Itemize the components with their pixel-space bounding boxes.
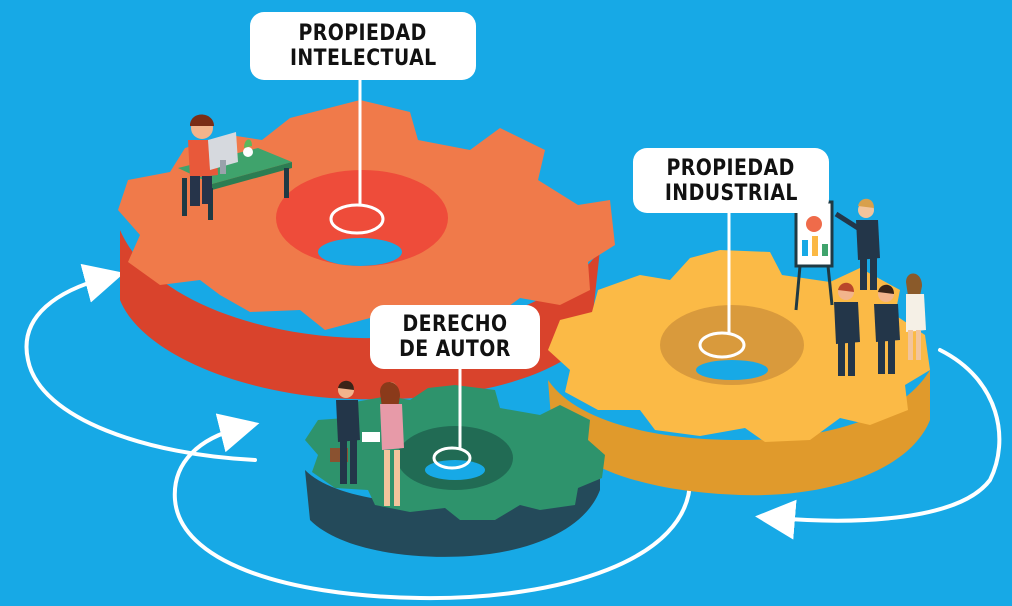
gear-industrial-hole xyxy=(696,360,768,380)
arrow-left-cycle xyxy=(24,263,257,462)
gear-copyright xyxy=(305,385,605,557)
gear-copyright-hole-ring xyxy=(397,426,513,490)
handshake-illustration xyxy=(330,380,404,506)
gear-intellectual-hole-ring xyxy=(276,170,448,266)
gear-industrial xyxy=(548,250,930,496)
cycle-arrows xyxy=(24,263,1002,601)
label-derecho-de-autor: DERECHO DE AUTOR xyxy=(370,305,540,369)
gear-industrial-side xyxy=(548,370,930,496)
label-derecho-de-autor-line1: DERECHO xyxy=(402,312,508,337)
label-propiedad-intelectual-line1: PROPIEDAD xyxy=(298,21,428,46)
label-propiedad-industrial-line2: INDUSTRIAL xyxy=(664,180,798,206)
label-propiedad-intelectual: PROPIEDAD INTELECTUAL xyxy=(250,12,476,80)
label-propiedad-industrial-line1: PROPIEDAD xyxy=(666,155,796,181)
gear-industrial-target xyxy=(698,331,746,359)
gear-copyright-hole xyxy=(425,460,485,480)
gear-industrial-hole-ring xyxy=(660,305,804,385)
arrow-bottom-cycle xyxy=(172,413,692,601)
gear-intellectual-hole xyxy=(318,238,402,266)
arrow-right-cycle xyxy=(755,348,1002,540)
gear-copyright-side xyxy=(305,450,600,557)
label-propiedad-intelectual-line2: INTELECTUAL xyxy=(289,46,437,71)
gear-copyright-target xyxy=(432,446,472,470)
gear-intellectual-target xyxy=(329,203,385,235)
desk-worker-illustration xyxy=(178,114,292,220)
label-propiedad-industrial: PROPIEDAD INDUSTRIAL xyxy=(633,148,829,213)
label-derecho-de-autor-line2: DE AUTOR xyxy=(399,337,511,362)
label-connectors xyxy=(358,80,731,450)
